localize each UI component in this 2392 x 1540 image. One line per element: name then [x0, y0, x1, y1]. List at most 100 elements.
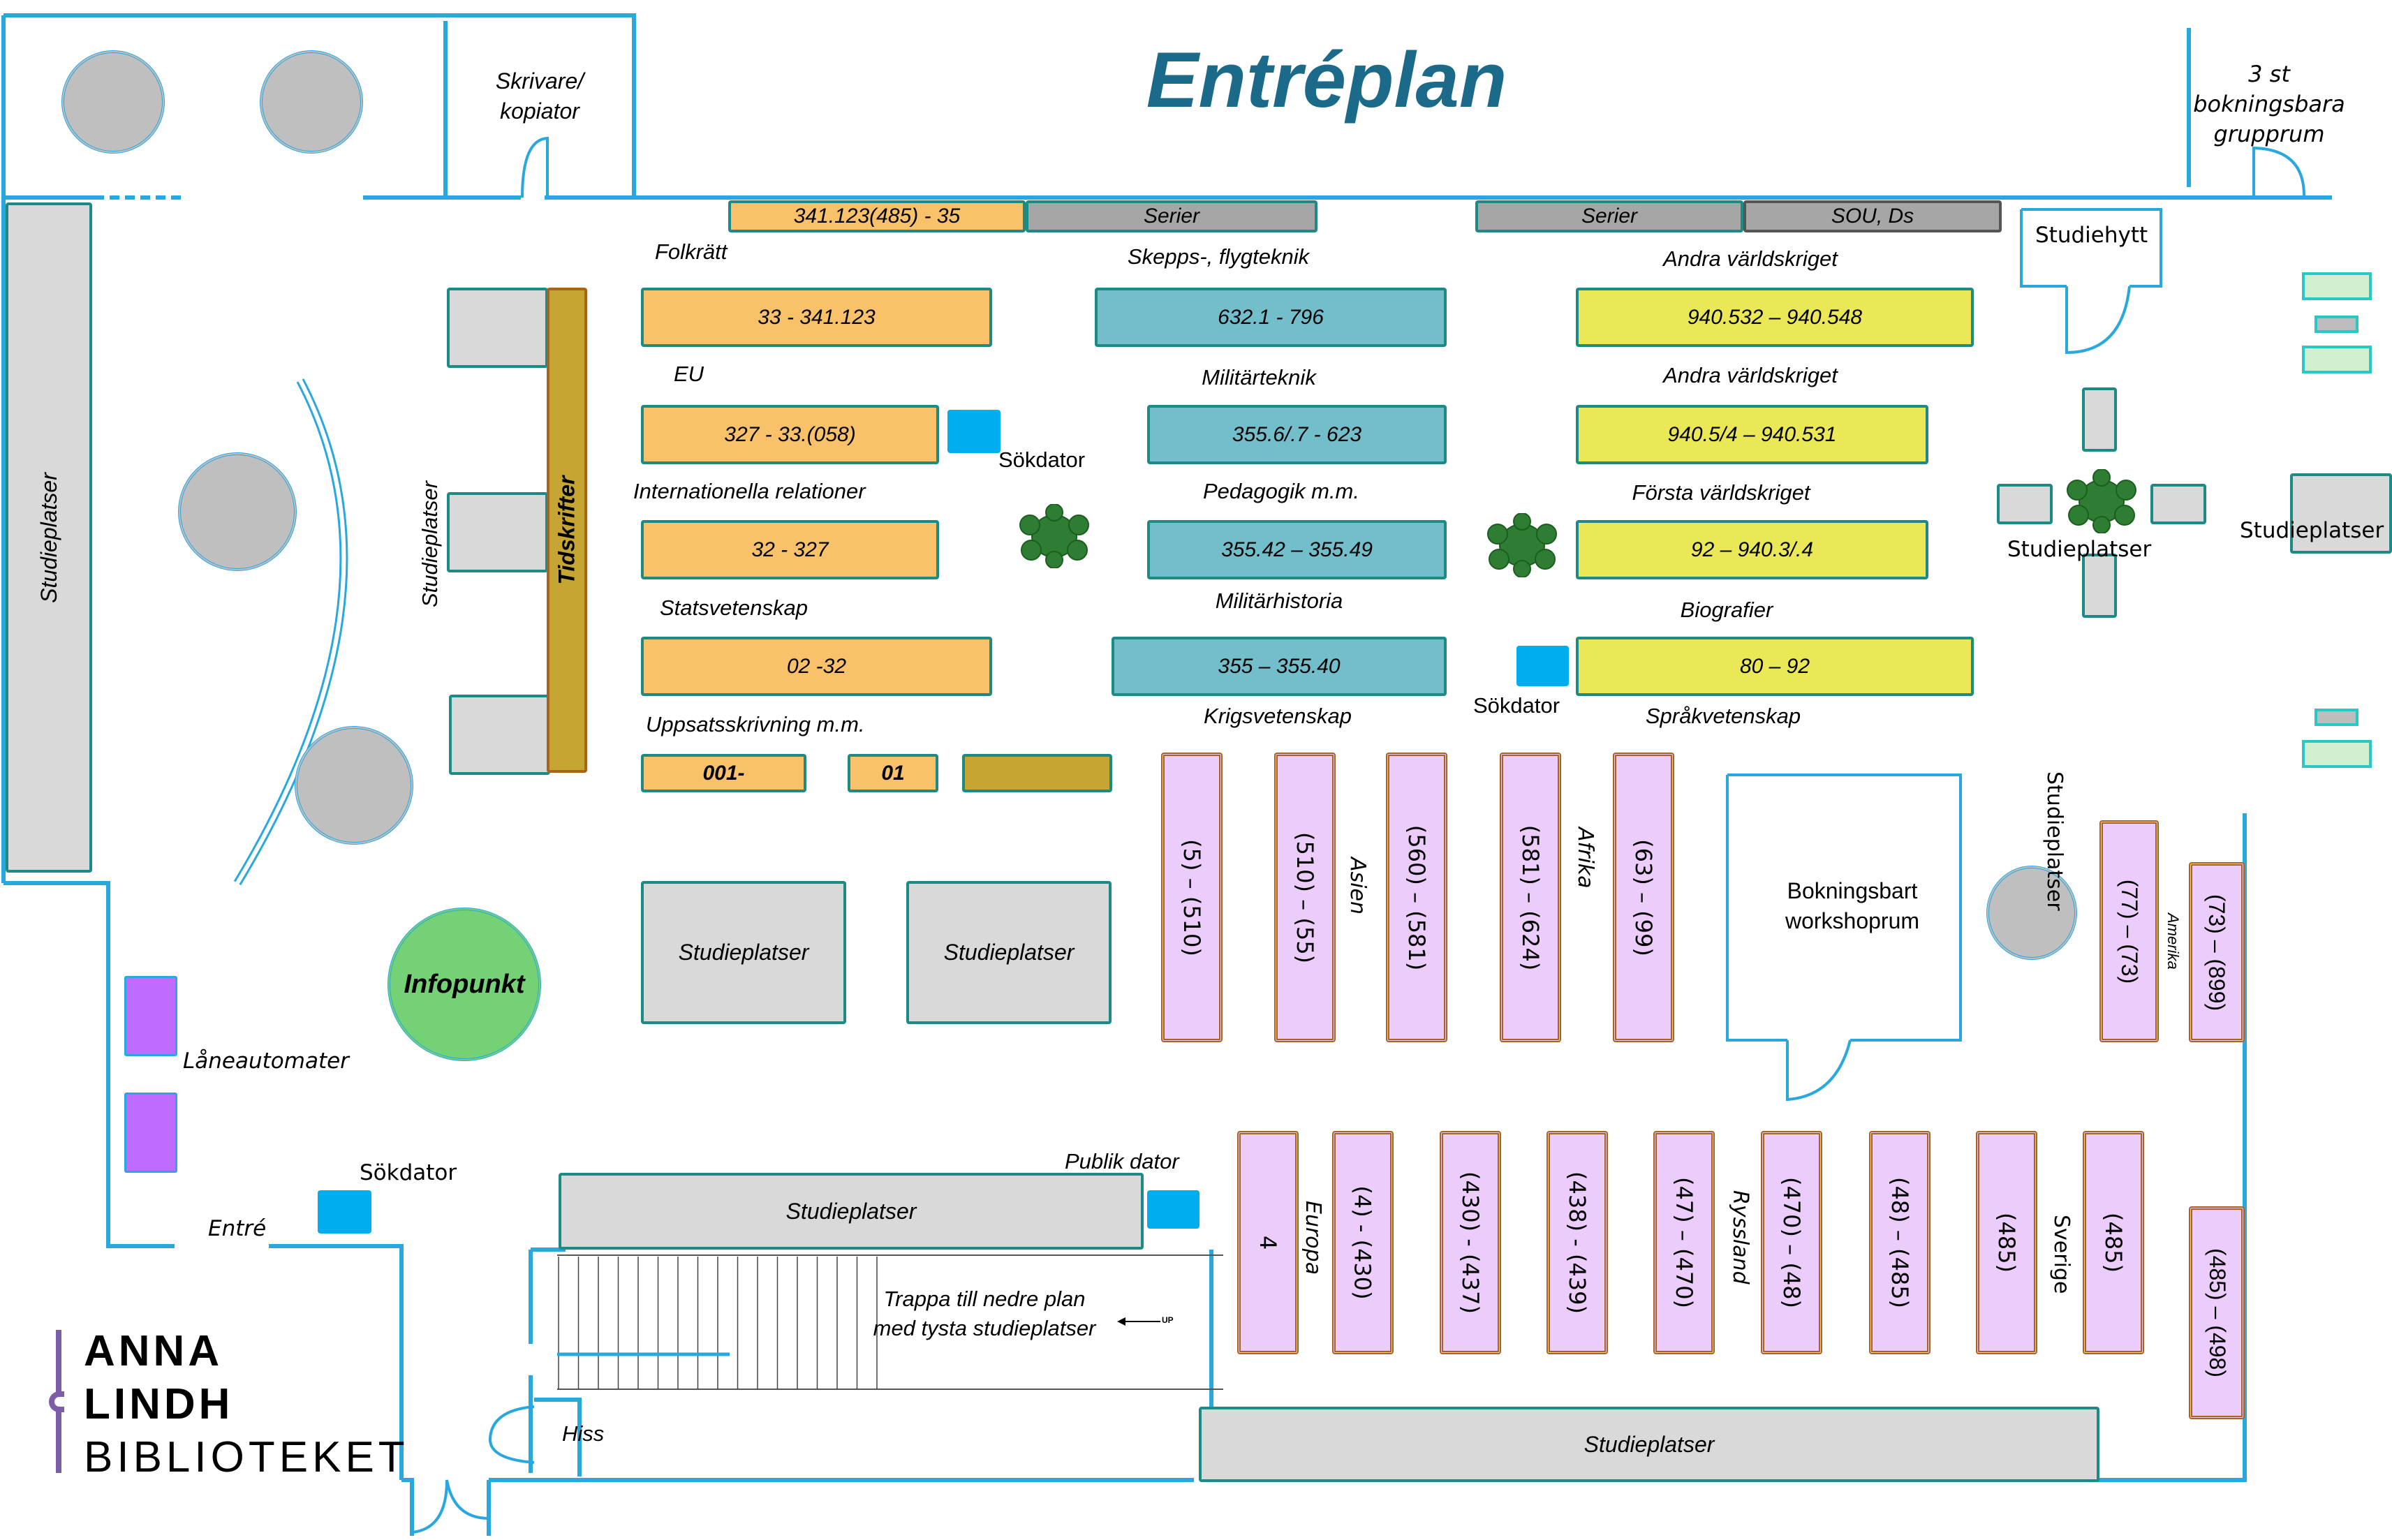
study-table[interactable]: [2082, 554, 2117, 618]
shelf[interactable]: 940.532 – 940.548: [1576, 288, 1974, 347]
shelf[interactable]: 001-: [641, 754, 806, 792]
subject-label: Andra världskriget: [1663, 363, 1838, 387]
shelf-geography[interactable]: (438) - (439): [1546, 1131, 1608, 1354]
subject-label: Uppsatsskrivning m.m.: [646, 712, 865, 736]
workshop-line: workshoprum: [1785, 908, 1920, 934]
wall: [3, 881, 175, 1248]
search-computer-label: Sökdator: [1473, 693, 1560, 718]
shelf-label: 92 – 940.3/.4: [1690, 538, 1814, 561]
shelf[interactable]: 940.5/4 – 940.531: [1576, 405, 1928, 464]
shelf-label: 80 – 92: [1739, 654, 1810, 678]
shelf-geography[interactable]: (581) – (624): [1500, 753, 1561, 1042]
study-label: Studieplatser: [678, 940, 809, 965]
wall: [2095, 813, 2247, 1482]
subject-label: Militärhistoria: [1215, 588, 1343, 613]
study-table[interactable]: [2150, 484, 2206, 524]
shelf-geography[interactable]: (5) – (510): [1161, 753, 1223, 1042]
shelf-geography[interactable]: (560) – (581): [1386, 753, 1447, 1042]
loan-machine[interactable]: [124, 1093, 177, 1173]
search-computer[interactable]: [947, 410, 1001, 453]
shelf[interactable]: 355.42 – 355.49: [1147, 520, 1447, 579]
wall: [269, 1244, 404, 1480]
curved-wall: [235, 379, 346, 884]
search-computer[interactable]: [318, 1190, 371, 1234]
shelf[interactable]: 92 – 940.3/.4: [1576, 520, 1928, 579]
shelf-periodicals[interactable]: Tidskrifter: [547, 288, 587, 773]
shelf[interactable]: 355 – 355.40: [1112, 637, 1447, 696]
page-title: Entréplan: [1146, 36, 1507, 124]
study-bench-left[interactable]: Studieplatser: [6, 202, 92, 873]
shelf-label: (47) – (470): [1671, 1176, 1698, 1309]
group-rooms-line: bokningsbara: [2193, 91, 2345, 118]
shelf-geography[interactable]: 4: [1237, 1131, 1299, 1354]
study-table[interactable]: [447, 492, 548, 572]
study-label: Studieplatser: [2007, 537, 2152, 562]
shelf-geography[interactable]: (430) - (437): [1440, 1131, 1501, 1354]
shelf-geography[interactable]: (485): [2083, 1131, 2144, 1354]
shelf[interactable]: 632.1 - 796: [1095, 288, 1447, 347]
shelf-top-series[interactable]: Serier: [1026, 200, 1317, 232]
shelf-top-series[interactable]: Serier: [1475, 200, 1743, 232]
region-label: Afrika: [1573, 827, 1597, 889]
shelf-geography[interactable]: (4) - (430): [1332, 1131, 1394, 1354]
door: [521, 136, 549, 198]
subject-label: Skepps-, flygteknik: [1127, 244, 1310, 269]
shelf-label: (510) – (55): [1292, 831, 1319, 963]
study-table[interactable]: [2290, 473, 2392, 554]
study-table[interactable]: [447, 288, 548, 368]
shelf-unlabeled[interactable]: [962, 754, 1112, 792]
loan-machine[interactable]: [124, 976, 177, 1056]
study-bench[interactable]: Studieplatser: [1199, 1407, 2099, 1482]
shelf-geography[interactable]: (470) – (48): [1761, 1131, 1822, 1354]
workshop-line: Bokningsbart: [1787, 878, 1918, 903]
shelf[interactable]: 327 - 33.(058): [641, 405, 939, 464]
wall: [2020, 208, 2162, 288]
shelf[interactable]: 33 - 341.123: [641, 288, 992, 347]
subject-label: Första världskriget: [1632, 480, 1810, 505]
shelf-geography[interactable]: (47) – (470): [1653, 1131, 1715, 1354]
shelf-geography[interactable]: (63) – (99): [1613, 753, 1674, 1042]
shelf[interactable]: 355.6/.7 - 623: [1147, 405, 1447, 464]
shelf-label: (581) – (624): [1517, 824, 1544, 970]
subject-label: Språkvetenskap: [1645, 704, 1801, 728]
shelf-top[interactable]: 341.123(485) - 35: [728, 200, 1026, 232]
info-point[interactable]: Infopunkt: [387, 908, 541, 1061]
study-table[interactable]: [449, 695, 550, 775]
region-label: Asien: [1345, 857, 1370, 915]
shelf-label: 02 -32: [786, 654, 847, 678]
public-computer[interactable]: [1147, 1190, 1199, 1229]
shelf-geography[interactable]: (48) – (485): [1869, 1131, 1930, 1354]
shelf-label: Serier: [1143, 205, 1200, 228]
subject-label: EU: [674, 362, 704, 386]
group-rooms-line: grupprum: [2213, 121, 2325, 148]
shelf-label: (470) – (48): [1778, 1176, 1806, 1309]
subject-label: Biografier: [1680, 598, 1773, 622]
study-table[interactable]: Studieplatser: [641, 881, 846, 1024]
study-bench[interactable]: Studieplatser: [559, 1173, 1144, 1250]
shelf[interactable]: 01: [848, 754, 938, 792]
workshop-label: Bokningsbart workshoprum: [1785, 876, 1919, 936]
shelf-geography[interactable]: (73) – (899): [2189, 862, 2245, 1042]
shelf-geography[interactable]: (485): [1976, 1131, 2037, 1354]
group-rooms-line: 3 st: [2248, 61, 2290, 87]
search-computer[interactable]: [1516, 646, 1569, 686]
shelf-top-sou[interactable]: SOU, Ds: [1743, 200, 2002, 232]
shelf-label: 355 – 355.40: [1218, 654, 1341, 678]
shelf-geography[interactable]: (510) – (55): [1274, 753, 1336, 1042]
study-table[interactable]: [2082, 387, 2117, 452]
shelf-geography[interactable]: (485) – (498): [2189, 1206, 2245, 1419]
study-table[interactable]: Studieplatser: [906, 881, 1112, 1024]
shelf-label: (485): [2100, 1212, 2127, 1273]
shelf-label: 940.5/4 – 940.531: [1667, 422, 1837, 446]
shelf[interactable]: 32 - 327: [641, 520, 939, 579]
subject-label: Internationella relationer: [633, 479, 866, 503]
search-computer-label: Sökdator: [360, 1160, 457, 1185]
shelf-geography[interactable]: (77) – (73): [2099, 820, 2159, 1042]
subject-label: Andra världskriget: [1663, 246, 1838, 271]
shelf[interactable]: 02 -32: [641, 637, 992, 696]
shelf-label: SOU, Ds: [1831, 205, 1914, 228]
study-table[interactable]: [1997, 484, 2053, 524]
shelf-label: 33 - 341.123: [758, 305, 876, 329]
shelf[interactable]: 80 – 92: [1576, 637, 1974, 696]
study-label: Studieplatser: [36, 472, 61, 603]
